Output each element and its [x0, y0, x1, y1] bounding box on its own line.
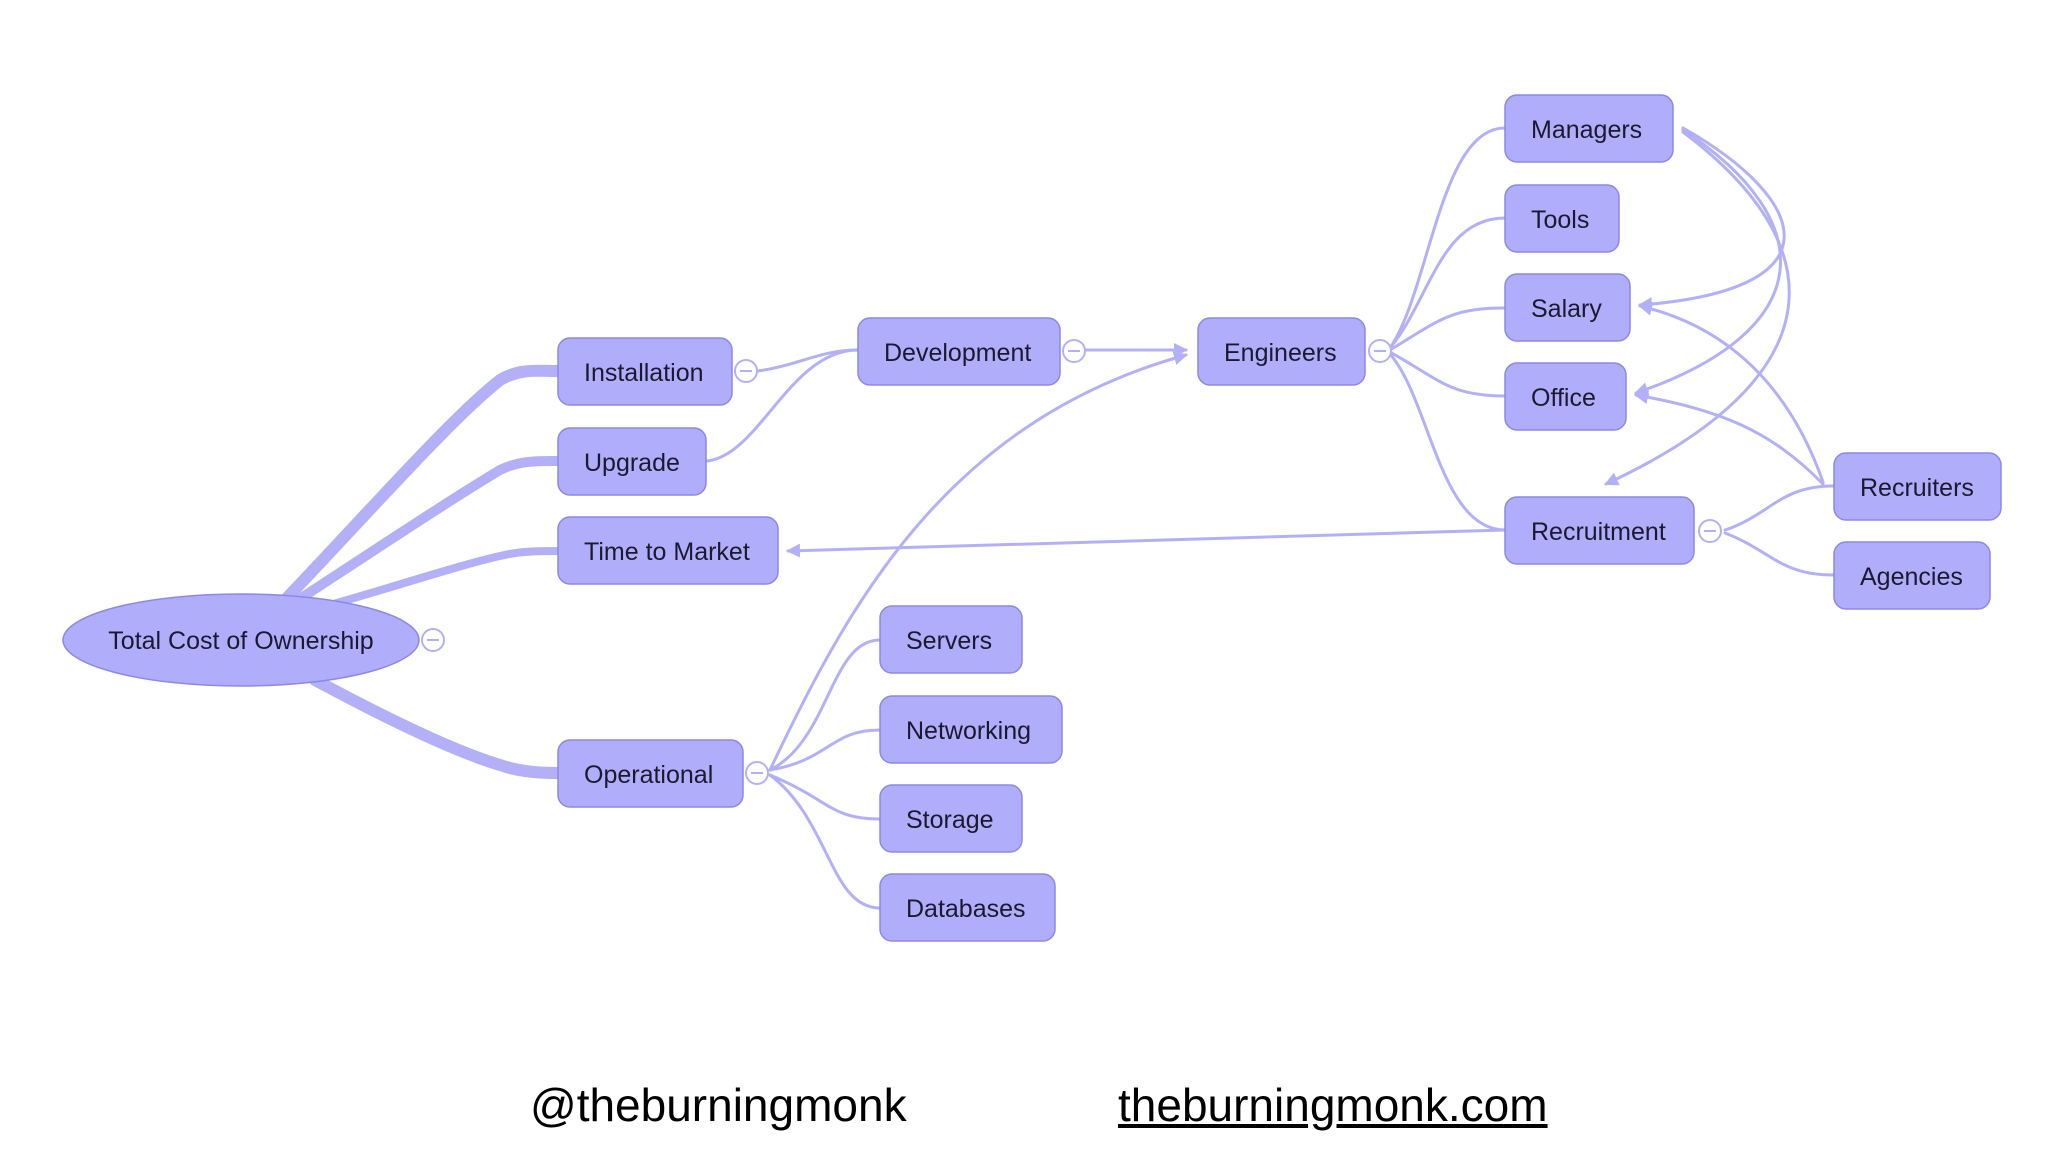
edge-managers-salary — [1638, 126, 1786, 312]
node-upgrade[interactable]: Upgrade — [557, 427, 707, 496]
edge-recruitment-agencies — [1723, 531, 1835, 577]
node-salary-label: Salary — [1531, 295, 1602, 323]
edge-engineers-managers — [1388, 126, 1507, 350]
node-engineers-label: Engineers — [1224, 339, 1337, 367]
collapse-toggle-engineers[interactable] — [1368, 339, 1392, 363]
edge-recruitment-time-to-market — [786, 528, 1507, 558]
node-root-label: Total Cost of Ownership — [108, 627, 373, 655]
node-engineers[interactable]: Engineers — [1197, 317, 1366, 386]
edge-engineers-salary — [1388, 306, 1507, 352]
node-storage[interactable]: Storage — [879, 784, 1023, 853]
edge-root-time-to-market — [326, 547, 562, 609]
edge-root-operational — [309, 674, 564, 779]
node-time-to-market-label: Time to Market — [584, 538, 750, 566]
node-managers-label: Managers — [1531, 116, 1642, 144]
edges-root — [279, 364, 564, 779]
node-agencies[interactable]: Agencies — [1833, 541, 1991, 610]
edge-recruiters-office — [1634, 390, 1825, 486]
node-recruitment-label: Recruitment — [1531, 518, 1666, 546]
node-time-to-market[interactable]: Time to Market — [557, 516, 779, 585]
edge-engineers-tools — [1388, 216, 1507, 350]
node-office[interactable]: Office — [1504, 362, 1627, 431]
node-servers[interactable]: Servers — [879, 605, 1023, 674]
node-networking-label: Networking — [906, 717, 1031, 745]
node-databases[interactable]: Databases — [879, 873, 1056, 942]
edge-root-installation — [279, 364, 564, 606]
edge-operational-servers — [768, 638, 882, 772]
node-operational[interactable]: Operational — [557, 739, 744, 808]
node-office-label: Office — [1531, 384, 1596, 412]
node-salary[interactable]: Salary — [1504, 273, 1631, 342]
node-installation-label: Installation — [584, 359, 704, 387]
node-development[interactable]: Development — [857, 317, 1061, 386]
collapse-toggle-root[interactable] — [421, 628, 445, 652]
edge-operational-databases — [768, 773, 882, 910]
node-recruitment[interactable]: Recruitment — [1504, 496, 1695, 565]
collapse-toggle-installation[interactable] — [734, 359, 758, 383]
node-databases-label: Databases — [906, 895, 1026, 923]
node-installation[interactable]: Installation — [557, 337, 733, 406]
node-agencies-label: Agencies — [1860, 563, 1963, 591]
node-operational-label: Operational — [584, 761, 713, 789]
edge-upgrade-development — [705, 348, 860, 463]
edge-managers-office — [1634, 128, 1782, 396]
collapse-toggle-recruitment[interactable] — [1698, 519, 1722, 543]
footer-twitter-handle: @theburningmonk — [530, 1079, 907, 1131]
collapse-toggle-development[interactable] — [1062, 339, 1086, 363]
edge-root-upgrade — [290, 455, 563, 607]
node-root[interactable]: Total Cost of Ownership — [62, 593, 420, 687]
node-tools[interactable]: Tools — [1504, 184, 1620, 253]
node-recruiters-label: Recruiters — [1860, 474, 1974, 502]
node-upgrade-label: Upgrade — [584, 449, 680, 477]
node-networking[interactable]: Networking — [879, 695, 1063, 764]
node-storage-label: Storage — [906, 806, 994, 834]
footer-website-link[interactable]: theburningmonk.com — [1118, 1079, 1548, 1131]
edge-recruitment-recruiters — [1723, 484, 1835, 532]
edge-recruiters-salary — [1638, 301, 1825, 484]
edge-operational-networking — [768, 728, 882, 772]
node-servers-label: Servers — [906, 627, 992, 655]
edge-managers-recruitment — [1604, 130, 1791, 486]
node-managers[interactable]: Managers — [1504, 94, 1674, 163]
node-tools-label: Tools — [1531, 206, 1589, 234]
edge-engineers-office — [1388, 350, 1507, 398]
edge-engineers-recruitment — [1388, 352, 1507, 532]
collapse-toggle-operational[interactable] — [745, 761, 769, 785]
edge-operational-engineers — [768, 351, 1188, 772]
edge-operational-storage — [768, 773, 882, 821]
edges-branches — [705, 126, 1835, 910]
node-recruiters[interactable]: Recruiters — [1833, 452, 2002, 521]
node-development-label: Development — [884, 339, 1031, 367]
